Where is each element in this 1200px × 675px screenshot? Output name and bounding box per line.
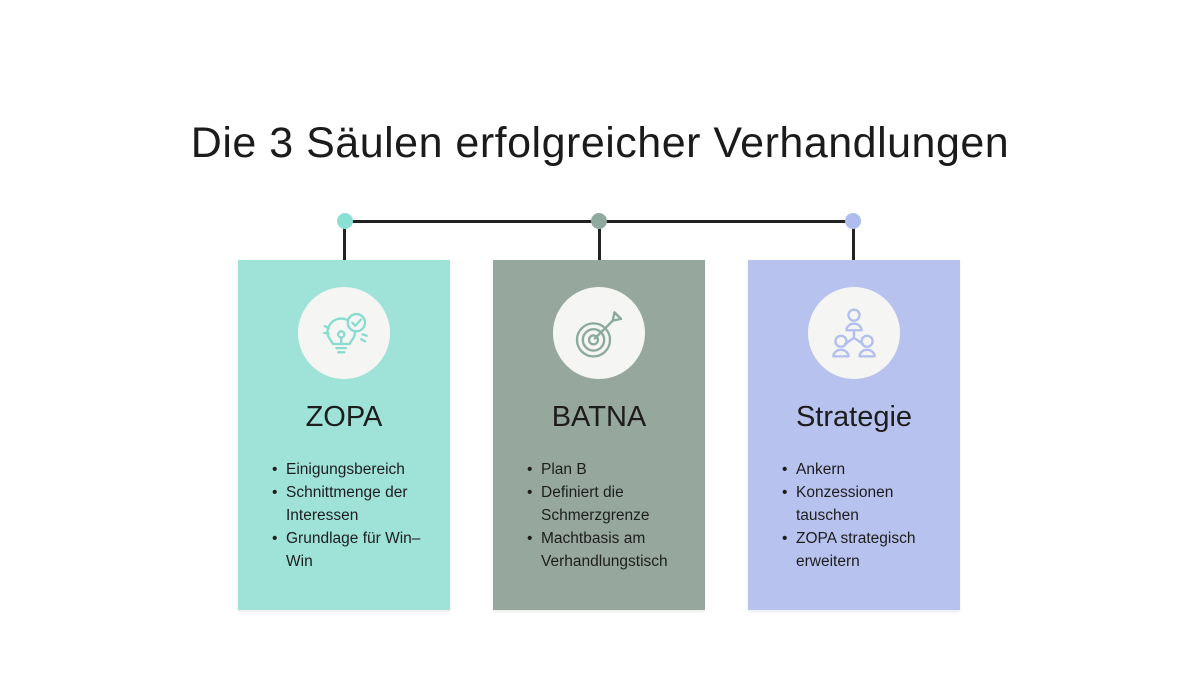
card-zopa: ZOPA Einigungsbereich Schnittmenge der I… (238, 260, 450, 610)
target-arrow-icon (566, 300, 632, 366)
page-title: Die 3 Säulen erfolgreicher Verhandlungen (190, 118, 1010, 167)
connector-dot-zopa (337, 213, 353, 229)
lightbulb-check-icon (311, 300, 377, 366)
connector-dot-batna (591, 213, 607, 229)
bullet-item: Grundlage für Win–Win (272, 527, 438, 573)
connector-stem-batna (598, 221, 601, 261)
team-network-icon (821, 300, 887, 366)
bullet-item: Konzessionen tauschen (782, 481, 948, 527)
icon-circle (298, 287, 390, 379)
bullet-list: Einigungsbereich Schnittmenge der Intere… (238, 458, 450, 573)
bullet-item: Machtbasis am Verhandlungstisch (527, 527, 693, 573)
connector-stem-zopa (343, 221, 346, 261)
bullet-item: ZOPA strategisch erweitern (782, 527, 948, 573)
bullet-list: Plan B Definiert die Schmerzgrenze Macht… (493, 458, 705, 573)
connector-stem-strategie (852, 221, 855, 261)
bullet-item: Einigungsbereich (272, 458, 438, 481)
bullet-item: Ankern (782, 458, 948, 481)
connector-dot-strategie (845, 213, 861, 229)
card-strategie: Strategie Ankern Konzessionen tauschen Z… (748, 260, 960, 610)
icon-circle (553, 287, 645, 379)
bullet-item: Plan B (527, 458, 693, 481)
card-title: Strategie (795, 401, 913, 433)
bullet-item: Definiert die Schmerzgrenze (527, 481, 693, 527)
card-title: BATNA (551, 401, 647, 433)
card-batna: BATNA Plan B Definiert die Schmerzgrenze… (493, 260, 705, 610)
icon-circle (808, 287, 900, 379)
bullet-item: Schnittmenge der Interessen (272, 481, 438, 527)
bullet-list: Ankern Konzessionen tauschen ZOPA strate… (748, 458, 960, 573)
card-title: ZOPA (305, 401, 383, 433)
